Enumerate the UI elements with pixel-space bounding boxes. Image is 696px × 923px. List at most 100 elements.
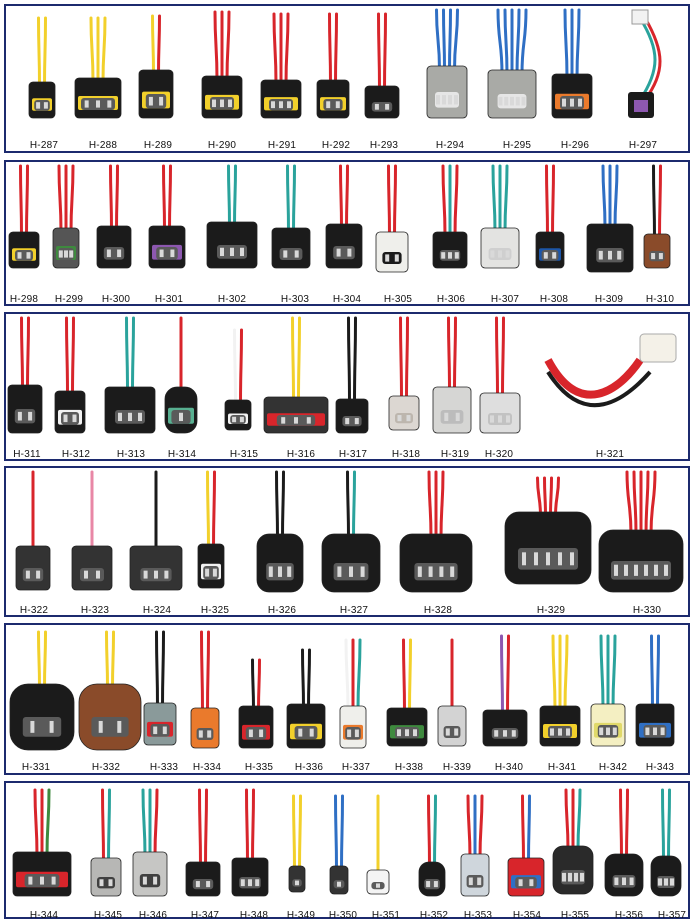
part-label-h-345: H-345 (93, 910, 123, 921)
wire (206, 630, 210, 714)
connector-pin (376, 883, 380, 888)
wire (45, 788, 51, 858)
connector-pin (574, 872, 578, 882)
wire (551, 634, 557, 712)
wire (275, 470, 279, 540)
part-label-h-298: H-298 (9, 294, 39, 305)
wire (69, 164, 75, 234)
connector-pin (550, 728, 554, 736)
connector-pin (26, 252, 31, 259)
part-label-h-347: H-347 (190, 910, 220, 921)
connector-pin (287, 101, 291, 109)
connector-pin (406, 415, 411, 422)
wire (576, 788, 582, 852)
connector-pin (490, 250, 495, 258)
connector-pin (454, 728, 459, 736)
connector-pin (349, 566, 353, 577)
wire (227, 164, 231, 228)
connector-pin (441, 252, 446, 259)
wire (546, 370, 652, 407)
connector-pin (40, 876, 44, 885)
wire (527, 794, 531, 864)
connector-pin (454, 252, 459, 259)
part-label-h-309: H-309 (594, 294, 624, 305)
connector-pin (562, 98, 566, 107)
wire (251, 658, 255, 712)
part-label-h-332: H-332 (91, 762, 121, 773)
connector-pin (436, 95, 440, 105)
connector-pin (162, 726, 167, 735)
wire (301, 648, 305, 710)
connector-face (279, 248, 303, 260)
connector-pin (36, 570, 41, 579)
wire (26, 316, 30, 391)
part-label-h-308: H-308 (539, 294, 569, 305)
connector-pin (143, 570, 148, 579)
connector-pin (255, 879, 260, 887)
connector-pin (534, 552, 538, 566)
connector-pin (240, 879, 245, 887)
part-label-h-299: H-299 (54, 294, 84, 305)
wire (466, 794, 472, 860)
wire (575, 8, 581, 80)
wire (427, 470, 433, 540)
connector-pin (17, 411, 22, 421)
connector-face (294, 726, 318, 740)
wire (551, 164, 555, 238)
wire (340, 794, 344, 872)
wire (563, 8, 569, 80)
part-label-h-296: H-296 (560, 140, 590, 151)
connector-pin (653, 727, 657, 736)
connector-face (14, 409, 36, 424)
wire (442, 8, 446, 72)
part-label-h-293: H-293 (369, 140, 399, 151)
connector-pin (385, 103, 390, 110)
connector-pin (207, 730, 212, 738)
part-label-h-319: H-319 (440, 449, 470, 460)
wire (448, 8, 452, 72)
connector-pin (99, 879, 104, 887)
connector-pin (153, 876, 158, 885)
connector-pin (206, 881, 211, 888)
part-label-h-346: H-346 (138, 910, 168, 921)
connector-pin (51, 876, 56, 885)
part-label-h-291: H-291 (267, 140, 297, 151)
wire (200, 630, 204, 714)
connector-pin (159, 249, 164, 258)
connector-pin (220, 247, 224, 257)
connector-pin (385, 254, 390, 262)
connector-face (371, 102, 393, 112)
wire (19, 164, 23, 238)
part-label-h-310: H-310 (645, 294, 675, 305)
wire (658, 164, 662, 240)
connector-pin (654, 564, 658, 576)
wire (284, 12, 290, 86)
connector-face (22, 717, 62, 737)
part-label-h-324: H-324 (142, 605, 172, 616)
wire (204, 788, 208, 868)
connector-pin (170, 249, 175, 258)
wire (536, 476, 542, 518)
part-label-h-307: H-307 (490, 294, 520, 305)
connector-pin (622, 877, 626, 886)
connector-pin (566, 728, 570, 736)
connector-pin (106, 249, 111, 258)
wire (101, 788, 105, 864)
connector-pin (448, 252, 452, 259)
part-label-h-334: H-334 (192, 762, 222, 773)
connector-face (515, 877, 537, 889)
part-label-h-342: H-342 (598, 762, 628, 773)
connector-pin (271, 101, 275, 109)
wire (245, 788, 249, 864)
part-label-h-322: H-322 (19, 605, 49, 616)
wire (297, 316, 301, 403)
connector-pin (455, 412, 460, 422)
wire (251, 788, 255, 864)
wire (33, 788, 39, 858)
connector-pin (347, 248, 352, 257)
catalog-row-3: H-311 H-312 H-313 H-314 H-315 H-316 H-31… (4, 312, 690, 461)
wire (543, 476, 547, 518)
part-label-h-300: H-300 (101, 294, 131, 305)
wire (334, 12, 338, 86)
part-label-h-323: H-323 (80, 605, 110, 616)
